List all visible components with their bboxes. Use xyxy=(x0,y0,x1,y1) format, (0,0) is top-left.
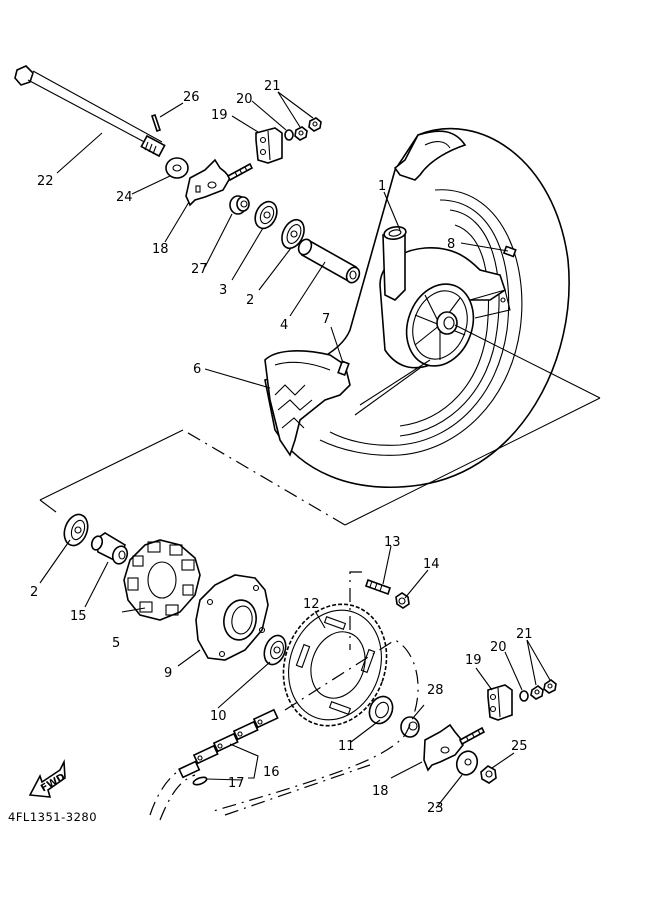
forward-direction-arrow: FWD xyxy=(28,758,67,798)
callout-18-lower: 18 xyxy=(372,784,389,799)
bearing-3[interactable] xyxy=(251,198,281,232)
callout-6: 6 xyxy=(193,362,201,377)
washer-24[interactable] xyxy=(165,157,189,179)
callout-10: 10 xyxy=(210,709,227,724)
callout-19-top: 19 xyxy=(211,108,228,123)
assembly-guide-lines xyxy=(39,324,601,526)
callout-25: 25 xyxy=(511,739,528,754)
collar-27[interactable] xyxy=(229,195,250,215)
callout-5: 5 xyxy=(112,636,120,651)
callout-14: 14 xyxy=(423,557,440,572)
callout-18-top: 18 xyxy=(152,242,169,257)
callout-3: 3 xyxy=(219,283,227,298)
callout-4: 4 xyxy=(280,318,288,333)
wheel-tire-assembly[interactable] xyxy=(264,127,570,489)
washer-23[interactable] xyxy=(453,748,480,777)
callout-26: 26 xyxy=(183,90,200,105)
joint-link-17[interactable] xyxy=(178,760,208,787)
callout-21-top: 21 xyxy=(264,79,281,94)
cotter-pin[interactable] xyxy=(150,113,162,133)
callout-labels: 1 2 3 4 6 7 8 2 15 5 9 10 12 13 14 11 28… xyxy=(30,79,533,816)
bearing-2-top[interactable] xyxy=(278,216,309,252)
callout-27: 27 xyxy=(191,262,208,277)
callout-13: 13 xyxy=(384,535,401,550)
callout-1: 1 xyxy=(378,179,386,194)
nuts-21-lower[interactable] xyxy=(530,679,557,700)
callout-24: 24 xyxy=(116,190,133,205)
callout-11: 11 xyxy=(338,739,355,754)
callout-8: 8 xyxy=(447,237,455,252)
leader-lines xyxy=(39,91,551,809)
oil-seal-11[interactable] xyxy=(365,693,397,728)
callout-2-lower: 2 xyxy=(30,585,38,600)
washer-20-lower[interactable] xyxy=(519,690,529,702)
callout-28: 28 xyxy=(427,683,444,698)
bearing-10[interactable] xyxy=(260,632,289,667)
nuts-21-top[interactable] xyxy=(294,117,322,141)
callout-21-lower: 21 xyxy=(516,627,533,642)
washer-20-top[interactable] xyxy=(284,129,294,141)
damper-5[interactable] xyxy=(123,539,201,621)
stud-guide-line xyxy=(349,571,362,650)
chain-puller-cap-top[interactable] xyxy=(255,127,283,164)
chain-puller-cap-lower[interactable] xyxy=(487,684,513,721)
callout-2: 2 xyxy=(246,293,254,308)
rear-sprocket-12[interactable] xyxy=(267,590,403,741)
callout-19-lower: 19 xyxy=(465,653,482,668)
callout-22: 22 xyxy=(37,174,54,189)
drawing-code: 4FL1351-3280 xyxy=(8,810,97,824)
spacer-4[interactable] xyxy=(296,237,362,285)
callout-16: 16 xyxy=(263,765,280,780)
callout-17: 17 xyxy=(228,776,245,791)
bearing-2-lower[interactable] xyxy=(60,511,92,549)
stud-bolt-13[interactable] xyxy=(364,578,392,596)
collar-15[interactable] xyxy=(90,532,130,566)
callout-23: 23 xyxy=(427,801,444,816)
callout-12: 12 xyxy=(303,597,320,612)
callout-20-lower: 20 xyxy=(490,640,507,655)
axle-shaft[interactable] xyxy=(14,65,166,158)
chain-puller-right[interactable] xyxy=(423,723,486,772)
sprocket-hub-9[interactable] xyxy=(195,574,269,661)
callout-15: 15 xyxy=(70,609,87,624)
callout-20-top: 20 xyxy=(236,92,253,107)
callout-9: 9 xyxy=(164,666,172,681)
nut-25[interactable] xyxy=(480,765,497,784)
chain-puller-left[interactable] xyxy=(185,158,254,207)
collar-28[interactable] xyxy=(400,716,420,738)
callout-7: 7 xyxy=(322,312,330,327)
